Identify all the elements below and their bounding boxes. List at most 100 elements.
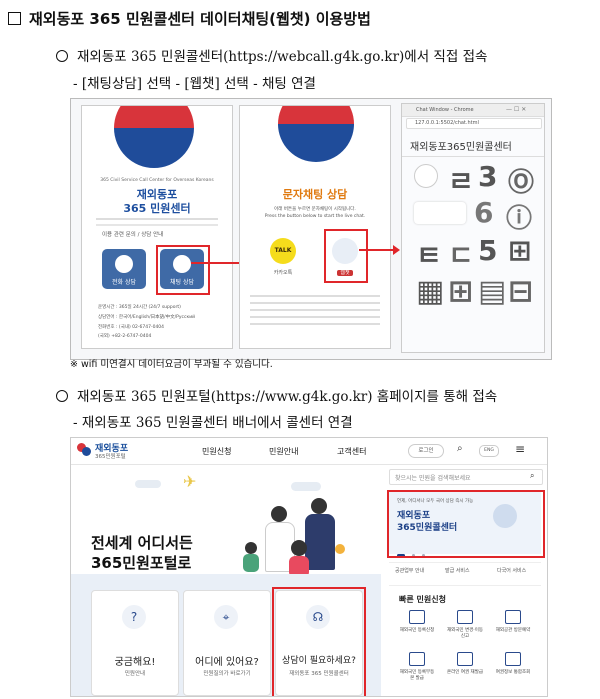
portal-logo-icon	[77, 443, 91, 457]
kakao-label: 카카오톡	[273, 270, 293, 276]
fast-apply-grid: 재외국민 등록신청 재외국민 변경·이동신고 재외공관 방문예약 재외국민 등록…	[389, 606, 541, 694]
glyph-icon: ⊞	[508, 234, 532, 267]
search-icon[interactable]: ⌕	[530, 471, 535, 480]
webchat-label-bg: 웹챗	[326, 269, 364, 276]
divider	[96, 218, 218, 220]
callcenter-banner[interactable]: 언제, 어디서나 모두 국어 상담 즉시 가능 재외동포 365민원콜센터	[389, 490, 541, 557]
window-controls-icon[interactable]: — ☐ ✕	[506, 106, 527, 113]
glyph-icon: ▦	[416, 274, 445, 309]
fast-apply-title: 빠른 민원신청	[399, 595, 446, 604]
item2-line: 재외동포 365 민원포털(https://www.g4k.go.kr) 홈페이…	[56, 385, 497, 405]
phone1-title1: 재외동포	[136, 188, 178, 201]
data-fee-note: ※ wifi 미연결시 데이터요금이 부과될 수 있습니다.	[70, 359, 273, 370]
screenshot-panel-1: 365 Civil Service Call Center for Overse…	[70, 98, 552, 360]
circle-bullet-icon	[56, 50, 68, 62]
chat-heading: 재외동포365민원콜센터	[410, 142, 512, 153]
logo-top[interactable]: 재외동포	[95, 444, 129, 454]
banner-title2: 365민원콜센터	[397, 523, 458, 533]
nav-item-guide[interactable]: 민원안내	[269, 447, 299, 456]
fast-item-0[interactable]: 재외국민 등록신청	[399, 610, 435, 646]
card-consult[interactable]: ☊ 상담이 필요하세요? 재외동포 365 민원콜센터	[275, 590, 363, 696]
highlight-chat-button	[156, 245, 210, 295]
webchat-icon[interactable]	[332, 238, 358, 264]
fast-item-3[interactable]: 재외국민 등록부등본 발급	[399, 652, 435, 688]
document-edit-icon	[457, 610, 473, 624]
banner-pager[interactable]	[397, 542, 457, 557]
bot-avatar-icon	[414, 164, 438, 188]
connector-line	[359, 249, 395, 251]
call-consult-button[interactable]: 전화 상담	[102, 249, 146, 289]
divider	[96, 224, 218, 226]
phone1-title2: 365 민원센터	[123, 202, 191, 215]
card-location[interactable]: ⌖ 어디에 있어요? 민원질의가 바로가기	[183, 590, 271, 696]
highlight-consult-card	[272, 587, 366, 696]
item1-sub: - [채팅상담] 선택 - [웹챗] 선택 - 채팅 연결	[73, 76, 316, 92]
item1-line: 재외동포 365 민원콜센터(https://webcall.g4k.go.kr…	[56, 45, 487, 65]
quick-link-0[interactable]: 공관업무 안내	[395, 568, 425, 574]
checkbox-square-icon	[8, 12, 21, 25]
kakaotalk-icon[interactable]: TALK	[270, 238, 296, 264]
cloud-icon	[135, 480, 161, 488]
highlight-banner	[387, 490, 545, 558]
certificate-icon	[409, 652, 425, 666]
chat-consult-button[interactable]: 채팅 상담	[160, 249, 204, 289]
hero-line2: 365민원포털로	[91, 554, 192, 572]
glyph-icon: Ⓞ	[508, 168, 535, 198]
site-search-input[interactable]: 찾으시는 민원을 검색해보세요 ⌕	[389, 469, 543, 485]
fast-item-4[interactable]: 온라인 여권 재발급	[447, 652, 483, 688]
call-avatar-icon	[115, 255, 133, 273]
nav-item-support[interactable]: 고객센터	[337, 447, 367, 456]
quick-link-2[interactable]: 다국어 서비스	[497, 568, 527, 574]
chat-avatar-icon	[173, 255, 191, 273]
site-header: 재외동포 365민원포털 민원신청 민원안내 고객센터 로그인 ⌕ ENG ≡	[71, 438, 547, 465]
taegeuk-icon	[278, 106, 354, 162]
fast-item-5[interactable]: 여권정보 통합조회	[495, 652, 531, 688]
menu-icon[interactable]: ≡	[515, 442, 526, 456]
hero-line1: 전세계 어디서든	[91, 534, 193, 552]
phone2-notes	[250, 292, 380, 342]
address-bar[interactable]: 127.0.0.1:5502/chat.html	[406, 118, 542, 129]
arrow-right-icon	[393, 245, 400, 255]
question-icon: ?	[122, 605, 146, 629]
fast-item-2[interactable]: 재외공관 방문예약	[495, 610, 531, 646]
glyph-icon: ㄹ	[448, 165, 474, 198]
login-button[interactable]: 로그인	[408, 444, 444, 458]
phone2-title: 문자채팅 상담	[282, 188, 348, 201]
phone1-info-2: 전화번호 : (국내) 02-6747-0404	[98, 325, 165, 330]
connector-line	[191, 262, 239, 264]
divider	[402, 156, 544, 157]
phone1-info-3: (국외) +82-2-6747-0404	[98, 334, 152, 339]
phone1-info-1: 상담언어 : 한국어/English/日本語/中文/Русский	[98, 315, 196, 320]
glyph-icon: ㄷ	[448, 239, 474, 272]
chat-window: Chat Window - Chrome — ☐ ✕ 127.0.0.1:550…	[401, 103, 545, 353]
phone1-info-0: 운영시간 : 365일 24시간 (24/7 support)	[98, 305, 181, 310]
taegeuk-icon	[114, 106, 194, 168]
banner-top-text: 언제, 어디서나 모두 국어 상담 즉시 가능	[397, 499, 474, 504]
fast-item-1[interactable]: 재외국민 변경·이동신고	[447, 610, 483, 646]
quick-link-1[interactable]: 발급 서비스	[445, 568, 470, 574]
language-button[interactable]: ENG	[479, 445, 499, 457]
document-icon	[409, 610, 425, 624]
phone1-header: 365 Civil Service Call Center for Overse…	[100, 178, 214, 183]
nav-item-apply[interactable]: 민원신청	[202, 447, 232, 456]
quick-links: 공관업무 안내 발급 서비스 다국어 서비스	[389, 562, 541, 586]
airplane-icon: ✈	[183, 472, 197, 491]
search-document-icon	[505, 652, 521, 666]
card-faq[interactable]: ? 궁금해요! 민원안내	[91, 590, 179, 696]
highlight-webchat	[324, 229, 368, 283]
headset-icon: ☊	[306, 605, 330, 629]
cloud-icon	[291, 482, 321, 491]
glyph-icon: 6	[474, 196, 494, 229]
glyph-icon: 3	[478, 160, 498, 193]
glyph-icon: ㅌ	[416, 239, 442, 272]
family-illustration	[231, 498, 381, 598]
chat-bubble	[414, 202, 466, 224]
phone1-desc: 이용 관련 문의 / 상담 안내	[102, 232, 164, 238]
glyph-icon: ⓘ	[506, 204, 533, 234]
glyph-icon: 5	[478, 234, 498, 267]
banner-title1: 재외동포	[397, 511, 431, 521]
phone2-screen: 문자채팅 상담 아래 버튼을 누르면 문자채팅이 시작됩니다. Press th…	[239, 105, 391, 349]
search-icon[interactable]: ⌕	[457, 443, 463, 454]
calendar-icon	[505, 610, 521, 624]
window-titlebar: Chat Window - Chrome — ☐ ✕	[402, 104, 544, 117]
